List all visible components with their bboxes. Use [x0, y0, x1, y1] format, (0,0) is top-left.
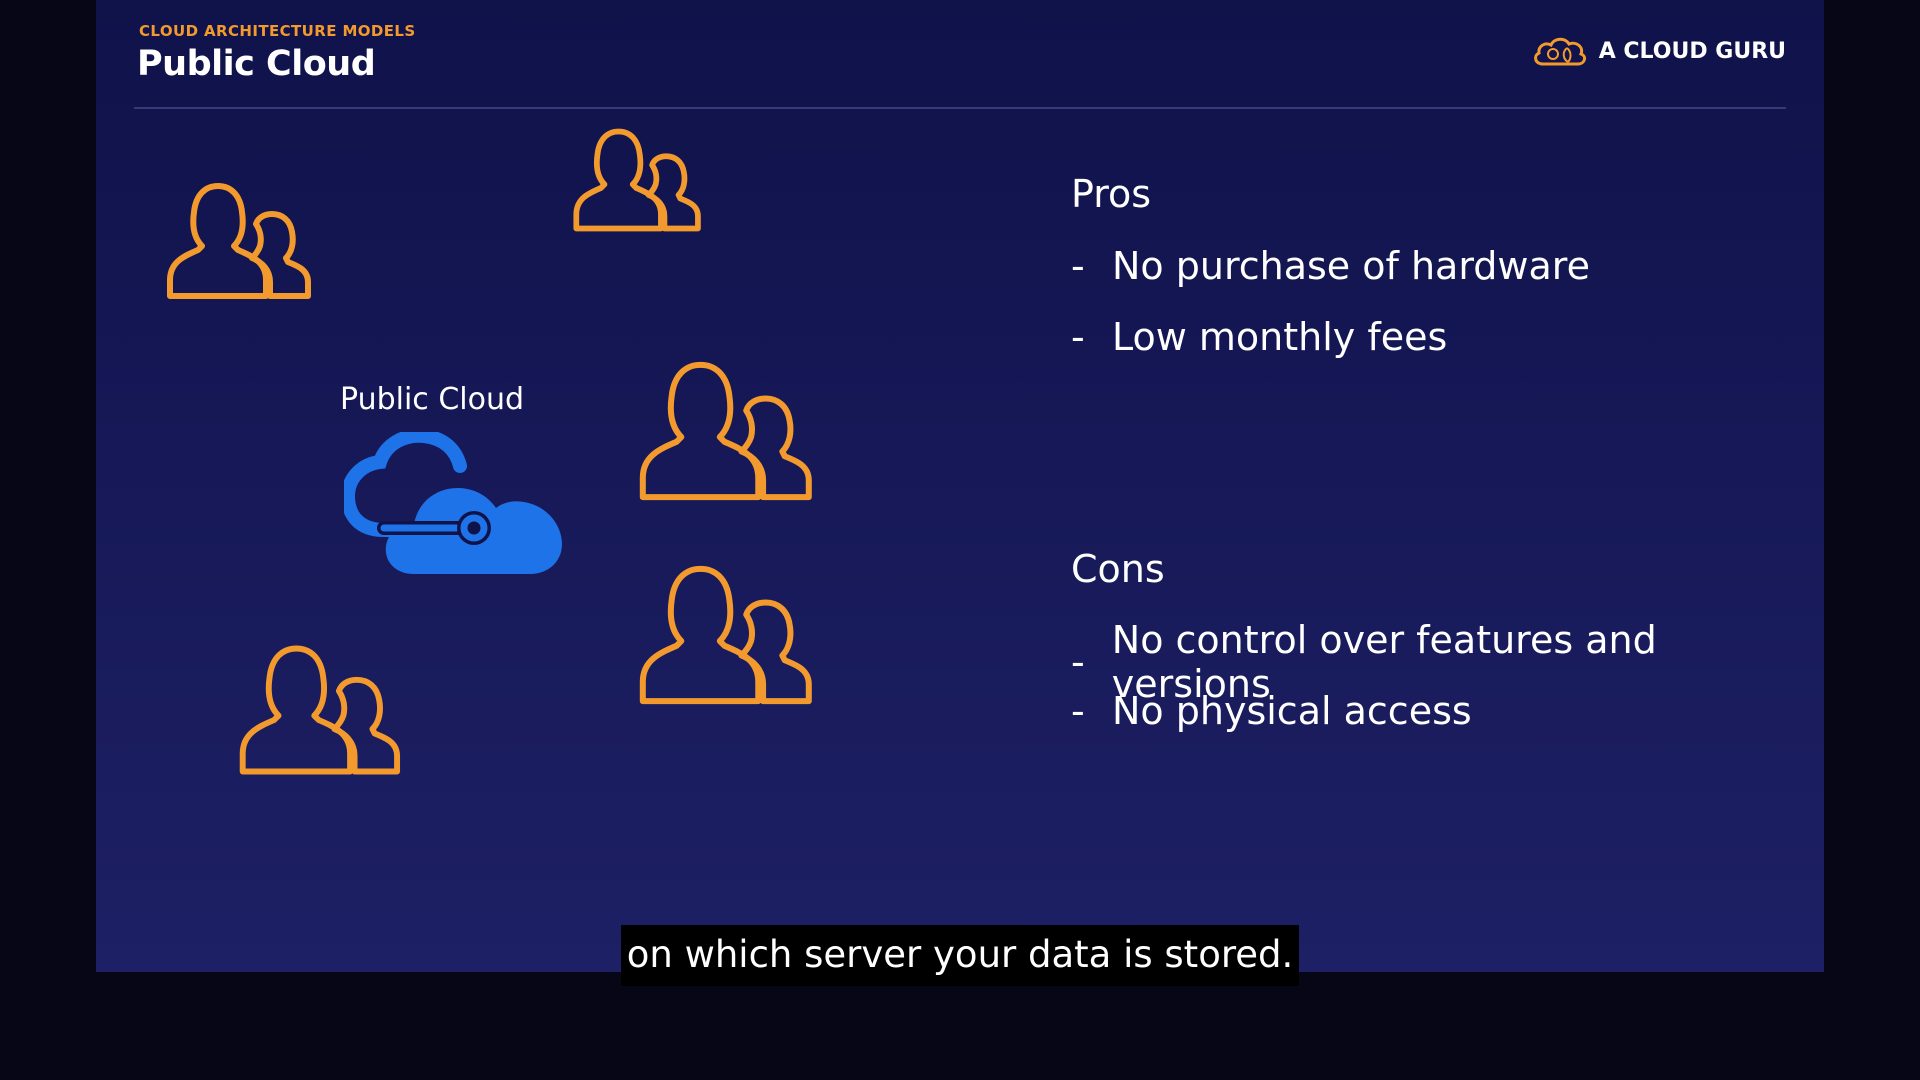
- cloud-guru-logo-icon: [1533, 37, 1586, 66]
- subtitle-caption: on which server your data is stored.: [620, 925, 1300, 986]
- user-group-icon: [639, 565, 812, 705]
- pros-item-text: No purchase of hardware: [1112, 244, 1590, 288]
- cloud-network-icon: [344, 432, 562, 574]
- bullet-marker: -: [1071, 689, 1085, 733]
- cons-item: - No physical access: [1071, 689, 1472, 733]
- header-divider: [134, 107, 1786, 109]
- user-group-icon: [239, 645, 401, 775]
- cons-heading: Cons: [1071, 547, 1165, 591]
- cons-item: - No control over features and versions: [1071, 618, 1824, 706]
- user-group-icon: [639, 361, 812, 501]
- pros-heading: Pros: [1071, 172, 1152, 216]
- slide-title: Public Cloud: [137, 44, 376, 84]
- user-group-icon: [573, 128, 701, 232]
- slide: CLOUD ARCHITECTURE MODELS Public Cloud A…: [96, 0, 1824, 972]
- user-group-icon: [167, 183, 311, 299]
- subtitle-bar: on which server your data is stored.: [0, 925, 1920, 986]
- bullet-marker: -: [1071, 244, 1085, 288]
- pros-item: - No purchase of hardware: [1071, 244, 1590, 288]
- brand-logo: A CLOUD GURU: [1531, 34, 1786, 68]
- brand-name: A CLOUD GURU: [1598, 38, 1786, 64]
- cons-item-text: No control over features and versions: [1111, 618, 1657, 706]
- pros-item: - Low monthly fees: [1071, 315, 1447, 359]
- cloud-label: Public Cloud: [340, 382, 525, 417]
- cons-item-text: No physical access: [1112, 689, 1472, 733]
- pros-item-text: Low monthly fees: [1112, 315, 1448, 359]
- bullet-marker: -: [1071, 640, 1085, 684]
- slide-eyebrow: CLOUD ARCHITECTURE MODELS: [139, 22, 416, 40]
- bullet-marker: -: [1071, 315, 1085, 359]
